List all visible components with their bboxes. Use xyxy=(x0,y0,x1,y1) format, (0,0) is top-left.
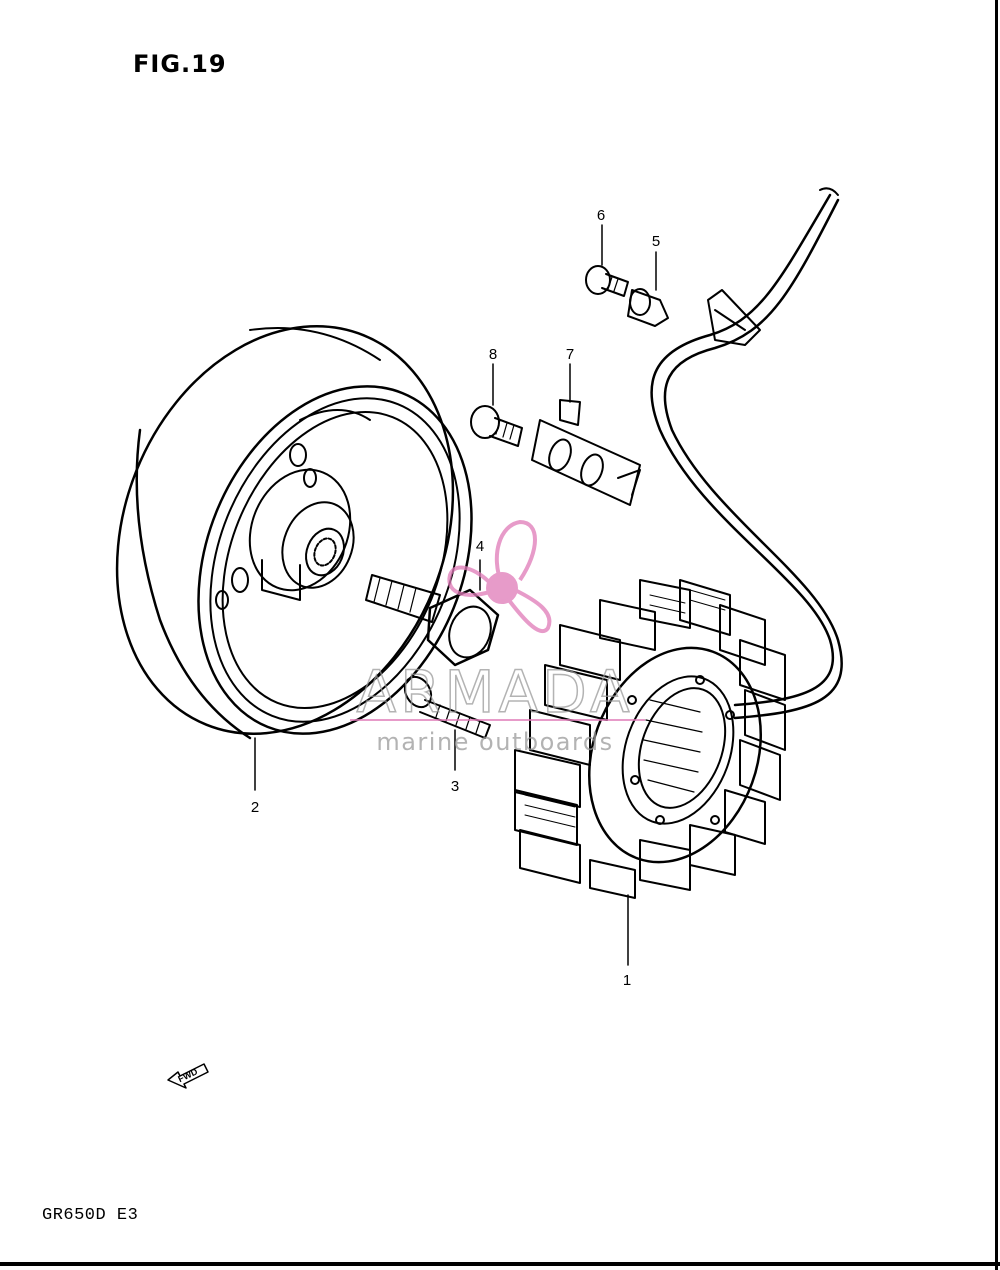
watermark: ARMADA marine outboards xyxy=(350,519,645,756)
stator-coil xyxy=(514,579,786,899)
guide-bolt xyxy=(470,405,523,447)
fwd-arrow-icon xyxy=(167,1063,209,1089)
figure-title: FIG.19 xyxy=(133,50,227,78)
stator-screw xyxy=(403,675,491,739)
lead-wire-clamp xyxy=(627,288,669,327)
lead-wire-guide xyxy=(531,399,641,506)
callout-7: 7 xyxy=(566,346,574,363)
watermark-brand: ARMADA xyxy=(356,658,633,726)
callout-3: 3 xyxy=(451,778,459,795)
callout-4: 4 xyxy=(476,538,484,555)
page-border-bottom xyxy=(0,1262,1000,1266)
callout-2: 2 xyxy=(251,799,259,816)
lead-wire xyxy=(650,187,843,720)
leader-lines xyxy=(254,224,657,966)
callout-5: 5 xyxy=(652,233,660,250)
rotor-bolt xyxy=(365,574,500,667)
clamp-screw xyxy=(585,265,629,297)
callout-8: 8 xyxy=(489,346,497,363)
rotor-flywheel xyxy=(115,325,473,740)
callout-6: 6 xyxy=(597,207,605,224)
callout-labels: 1 2 3 4 5 6 7 8 xyxy=(251,207,660,989)
page-border-right xyxy=(995,0,998,1270)
watermark-tagline: marine outboards xyxy=(376,728,613,756)
propeller-logo-icon xyxy=(447,519,552,633)
callout-1: 1 xyxy=(623,972,631,989)
model-code: GR650D E3 xyxy=(42,1206,139,1225)
